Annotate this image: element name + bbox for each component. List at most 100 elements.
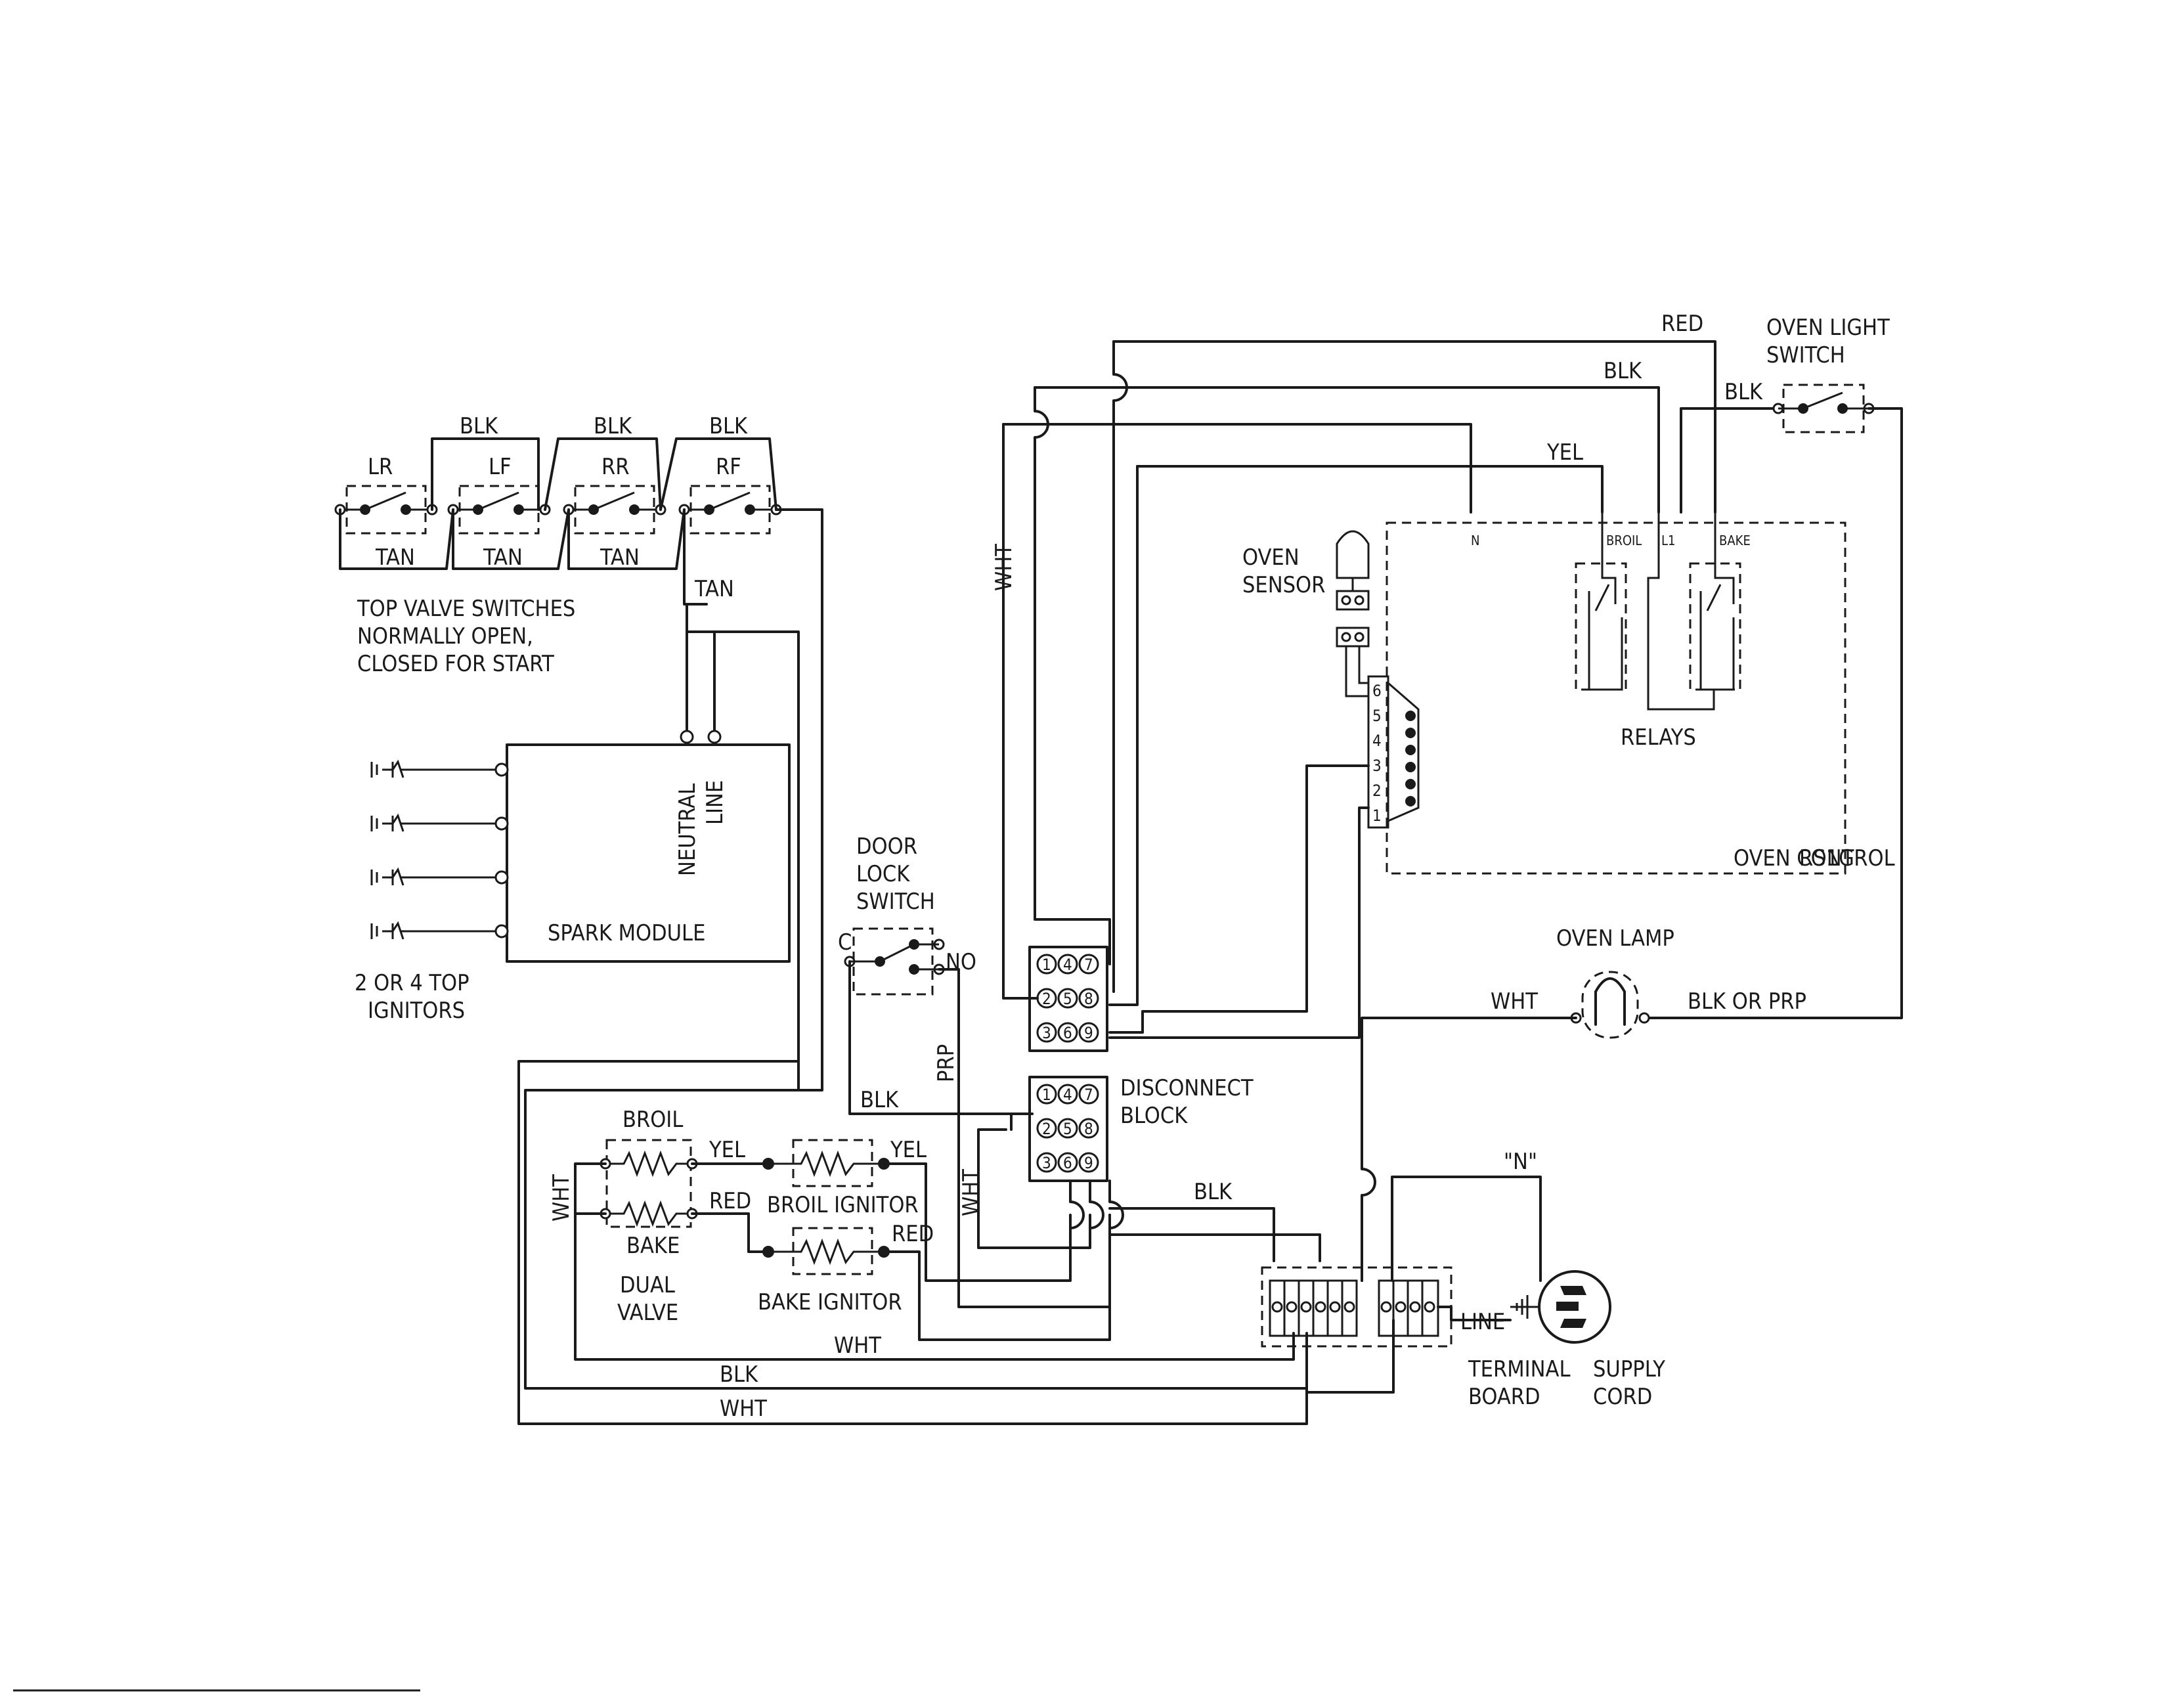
oven-sensor-socket — [1336, 627, 1370, 648]
label-l1-terminal: L1 — [1661, 533, 1675, 548]
label-model: RS1G — [1799, 845, 1854, 871]
oven-lamp-filament — [1594, 977, 1626, 1026]
upper-pin-5: 5 — [1063, 990, 1072, 1008]
label-c: C — [838, 929, 852, 956]
upper-pin-2: 2 — [1042, 990, 1051, 1008]
label-tan-2: TAN — [483, 544, 523, 571]
label-line-supply: LINE — [1460, 1309, 1505, 1335]
upper-pin-6: 6 — [1063, 1024, 1072, 1042]
control-pin-6: 6 — [1372, 682, 1382, 700]
wire-blk-rr-rf — [659, 437, 777, 511]
lower-pin-1: 1 — [1042, 1086, 1051, 1104]
label-supply: SUPPLY — [1593, 1356, 1665, 1382]
label-yel-1: YEL — [709, 1137, 745, 1163]
wire-blk-top — [1034, 386, 1660, 514]
label-blk-1: BLK — [460, 413, 498, 439]
wire-block-wht-loop — [977, 1128, 1091, 1249]
wire-terminal-bottom — [1305, 1319, 1395, 1394]
label-valve: VALVE — [617, 1300, 678, 1326]
wire-bake-red-2 — [883, 1214, 1111, 1341]
label-line: LINE — [702, 780, 728, 825]
label-disconnect: DISCONNECT — [1120, 1075, 1254, 1101]
lower-pin-6: 6 — [1063, 1154, 1072, 1172]
label-bake: BAKE — [626, 1233, 680, 1259]
wire-rf-out — [775, 508, 823, 1052]
lower-pin-2: 2 — [1042, 1120, 1051, 1138]
label-door-blk: BLK — [860, 1087, 899, 1113]
wire-outer-wht — [517, 1060, 1308, 1425]
label-blk-top: BLK — [1604, 358, 1642, 384]
label-cord: CORD — [1593, 1384, 1652, 1410]
door-lock-box — [852, 927, 934, 996]
label-lr: LR — [368, 454, 393, 480]
bake-relay-contacts — [1699, 512, 1735, 691]
wire-module-line — [713, 630, 800, 1085]
control-6pin-connector: 6 5 4 3 2 1 — [1367, 675, 1420, 829]
note-line-3: CLOSED FOR START — [357, 651, 554, 677]
label-block: BLOCK — [1120, 1103, 1188, 1129]
wire-tan-2 — [452, 508, 570, 570]
spark-module: NEUTRAL LINE SPARK MODULE 2 OR 4 TOP IGN… — [355, 603, 800, 1085]
lower-pin-7: 7 — [1084, 1086, 1093, 1104]
label-red-2: RED — [892, 1221, 934, 1247]
lower-pin-9: 9 — [1084, 1154, 1093, 1172]
broil-ignitor: YEL YEL BROIL IGNITOR — [691, 1137, 927, 1218]
terminal-screws — [1271, 1301, 1435, 1313]
label-neutral: NEUTRAL — [674, 783, 701, 876]
wire-hops — [1002, 340, 1139, 1006]
label-tan-3: TAN — [600, 544, 640, 571]
control-pin-housing — [1387, 682, 1420, 822]
label-blk-2: BLK — [594, 413, 632, 439]
upper-pin-1: 1 — [1042, 956, 1051, 974]
wire-bake-red — [691, 1212, 770, 1253]
label-bake-terminal: BAKE — [1719, 533, 1751, 548]
label-tan-1: TAN — [375, 544, 415, 571]
wire-tan-3 — [567, 508, 686, 570]
label-broil-terminal: BROIL — [1606, 533, 1642, 548]
label-terminal: TERMINAL — [1468, 1356, 1571, 1382]
label-door: DOOR — [856, 833, 917, 860]
disconnect-block-pins: 1 4 7 2 5 8 3 6 9 — [1036, 1084, 1099, 1173]
top-valve-switches: LR LF RR RF BLK BLK BLK TAN TAN TAN TAN … — [334, 413, 782, 677]
wire-tan-4 — [683, 508, 708, 606]
upper-pin-9: 9 — [1084, 1024, 1093, 1042]
switch-dots — [334, 504, 782, 516]
oven-light-switch-contact — [1778, 391, 1869, 410]
dual-valve: BROIL BAKE DUAL VALVE WHT — [548, 1107, 698, 1326]
control-pin-1: 1 — [1372, 806, 1382, 825]
label-wht-1: WHT — [834, 1333, 881, 1359]
l1-relay-common — [1647, 512, 1715, 711]
wire-valve-wht — [574, 1162, 607, 1215]
upper-pin-7: 7 — [1084, 956, 1093, 974]
oven-sensor: OVEN SENSOR — [1242, 530, 1370, 697]
oven-lamp: OVEN LAMP WHT BLK OR PRP — [1491, 925, 1806, 1039]
label-ignitors-1: 2 OR 4 TOP — [355, 970, 470, 996]
oven-lamp-housing — [1581, 971, 1639, 1039]
wire-control-pin3 — [1108, 764, 1370, 1034]
label-n-terminal: N — [1471, 533, 1479, 548]
ignitor-terminals — [494, 730, 722, 938]
dual-valve-box — [605, 1139, 692, 1228]
wire-block-entry — [1010, 1113, 1034, 1131]
broil-valve-coil — [611, 1150, 688, 1178]
label-oven-sensor-2: SENSOR — [1242, 572, 1325, 598]
control-pin-2: 2 — [1372, 782, 1382, 800]
control-pin-strip — [1367, 675, 1389, 829]
wire-lamp-wht — [1361, 1017, 1577, 1282]
door-lock-switch: DOOR LOCK SWITCH C NO PRP BLK — [838, 833, 976, 1113]
label-light-blk: BLK — [1724, 379, 1763, 405]
wire-blk-lf-rr — [544, 437, 662, 511]
label-spark-module: SPARK MODULE — [548, 920, 705, 946]
wire-blk-lr-lf — [431, 437, 540, 511]
label-valve-wht: WHT — [548, 1174, 575, 1222]
disconnect-block-box — [1028, 1076, 1108, 1182]
label-relays: RELAYS — [1621, 724, 1696, 751]
lower-pin-5: 5 — [1063, 1120, 1072, 1138]
upper-connector: 1 4 7 2 5 8 3 6 9 — [1028, 946, 1108, 1052]
ignitor-symbols — [370, 759, 404, 940]
wire-neutral-n — [1391, 1176, 1542, 1282]
oven-sensor-plug — [1336, 590, 1370, 611]
ignitor-leads — [401, 768, 499, 933]
label-lamp-wht: WHT — [1491, 988, 1538, 1015]
